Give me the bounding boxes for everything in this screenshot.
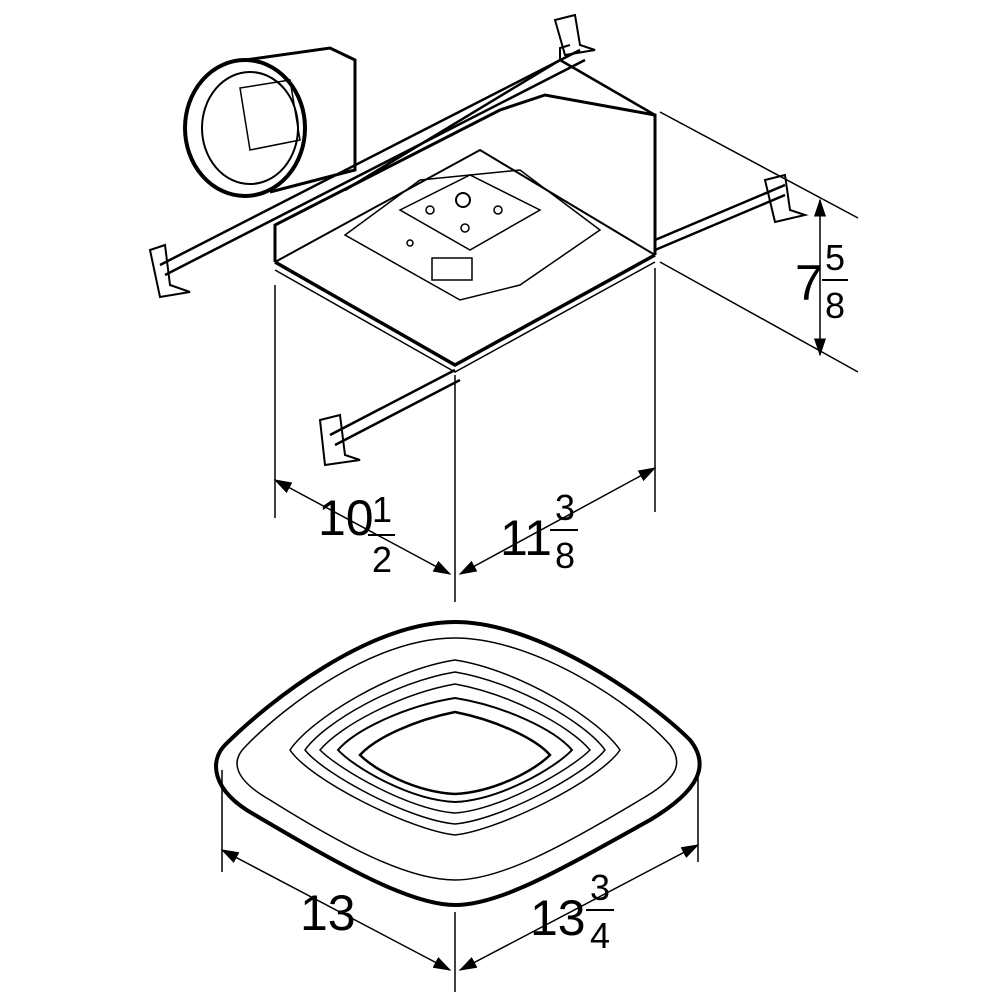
label-housing-height: 7 5 8 [795,237,848,326]
housing-depth-numerator: 3 [555,487,575,528]
grille-width-whole: 13 [300,885,356,941]
housing-height-denominator: 8 [825,285,845,326]
fan-housing [148,13,809,467]
grille-depth-numerator: 3 [590,867,610,908]
housing-depth-whole: 11 [500,510,552,566]
label-grille-width: 13 [300,885,356,941]
grille-depth-denominator: 4 [590,915,610,956]
housing-height-numerator: 5 [825,237,845,278]
housing-depth-denominator: 8 [555,535,575,576]
housing-height-whole: 7 [795,255,823,311]
grille [214,619,702,908]
housing-dimension-lines [273,111,859,602]
grille-dimension-lines [220,770,700,992]
label-housing-depth: 11 3 8 [500,487,578,576]
housing-width-numerator: 1 [372,489,392,530]
label-housing-width: 10 1 2 [318,489,395,580]
housing-width-whole: 10 [318,490,374,546]
housing-width-denominator: 2 [372,539,392,580]
grille-depth-whole: 13 [530,890,586,946]
label-grille-depth: 13 3 4 [530,867,614,956]
